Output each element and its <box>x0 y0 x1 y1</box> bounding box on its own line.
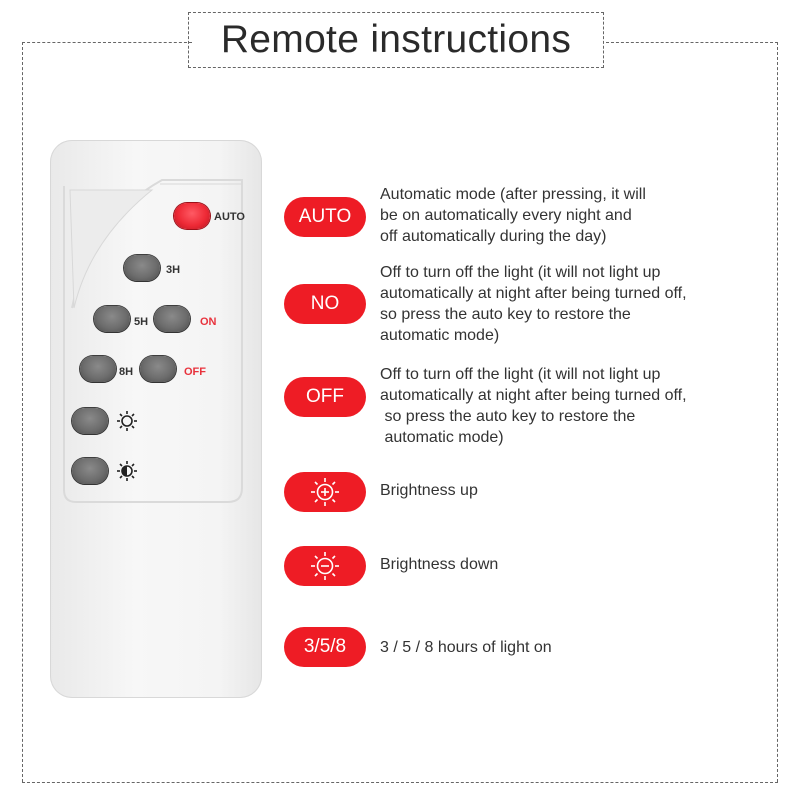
auto-badge: AUTO <box>284 197 366 237</box>
brightness-down-button[interactable] <box>72 458 108 484</box>
off-description: Off to turn off the light (it will not l… <box>380 366 687 446</box>
off-badge: OFF <box>284 377 366 417</box>
no-badge: NO <box>284 284 366 324</box>
brightness-up-icon <box>311 478 339 506</box>
brightness-down-icon <box>311 552 339 580</box>
brightness-down-badge <box>284 546 366 586</box>
title-box: Remote instructions <box>188 12 604 68</box>
auto-description: Automatic mode (after pressing, it will … <box>380 186 646 245</box>
hours-badge: 3/5/8 <box>284 627 366 667</box>
3h-label: 3H <box>166 264 181 276</box>
5h-button[interactable] <box>94 306 130 332</box>
no-description: Off to turn off the light (it will not l… <box>380 264 687 344</box>
brightness-up-description: Brightness up <box>380 482 478 499</box>
frame-left <box>22 42 23 782</box>
sun-outline-icon <box>117 411 137 431</box>
remote-face-panel <box>63 179 243 503</box>
page-title: Remote instructions <box>220 18 572 61</box>
brightness-down-description: Brightness down <box>380 556 499 573</box>
sun-half-icon <box>117 461 137 481</box>
5h-label: 5H <box>134 316 149 328</box>
brightness-up-button[interactable] <box>72 408 108 434</box>
on-label: ON <box>200 316 217 328</box>
auto-button[interactable] <box>174 203 210 229</box>
frame-top-right <box>606 42 778 43</box>
frame-bottom <box>22 782 778 783</box>
remote-control: AUTO 3H 5H ON 8H OFF <box>50 140 262 698</box>
off-button[interactable] <box>140 356 176 382</box>
frame-top-left <box>22 42 192 43</box>
auto-label: AUTO <box>214 211 245 223</box>
brightness-up-badge <box>284 472 366 512</box>
8h-label: 8H <box>119 366 134 378</box>
off-label: OFF <box>184 366 206 378</box>
frame-right <box>777 42 778 782</box>
8h-button[interactable] <box>80 356 116 382</box>
hours-description: 3 / 5 / 8 hours of light on <box>380 639 552 656</box>
3h-button[interactable] <box>124 255 160 281</box>
on-button[interactable] <box>154 306 190 332</box>
